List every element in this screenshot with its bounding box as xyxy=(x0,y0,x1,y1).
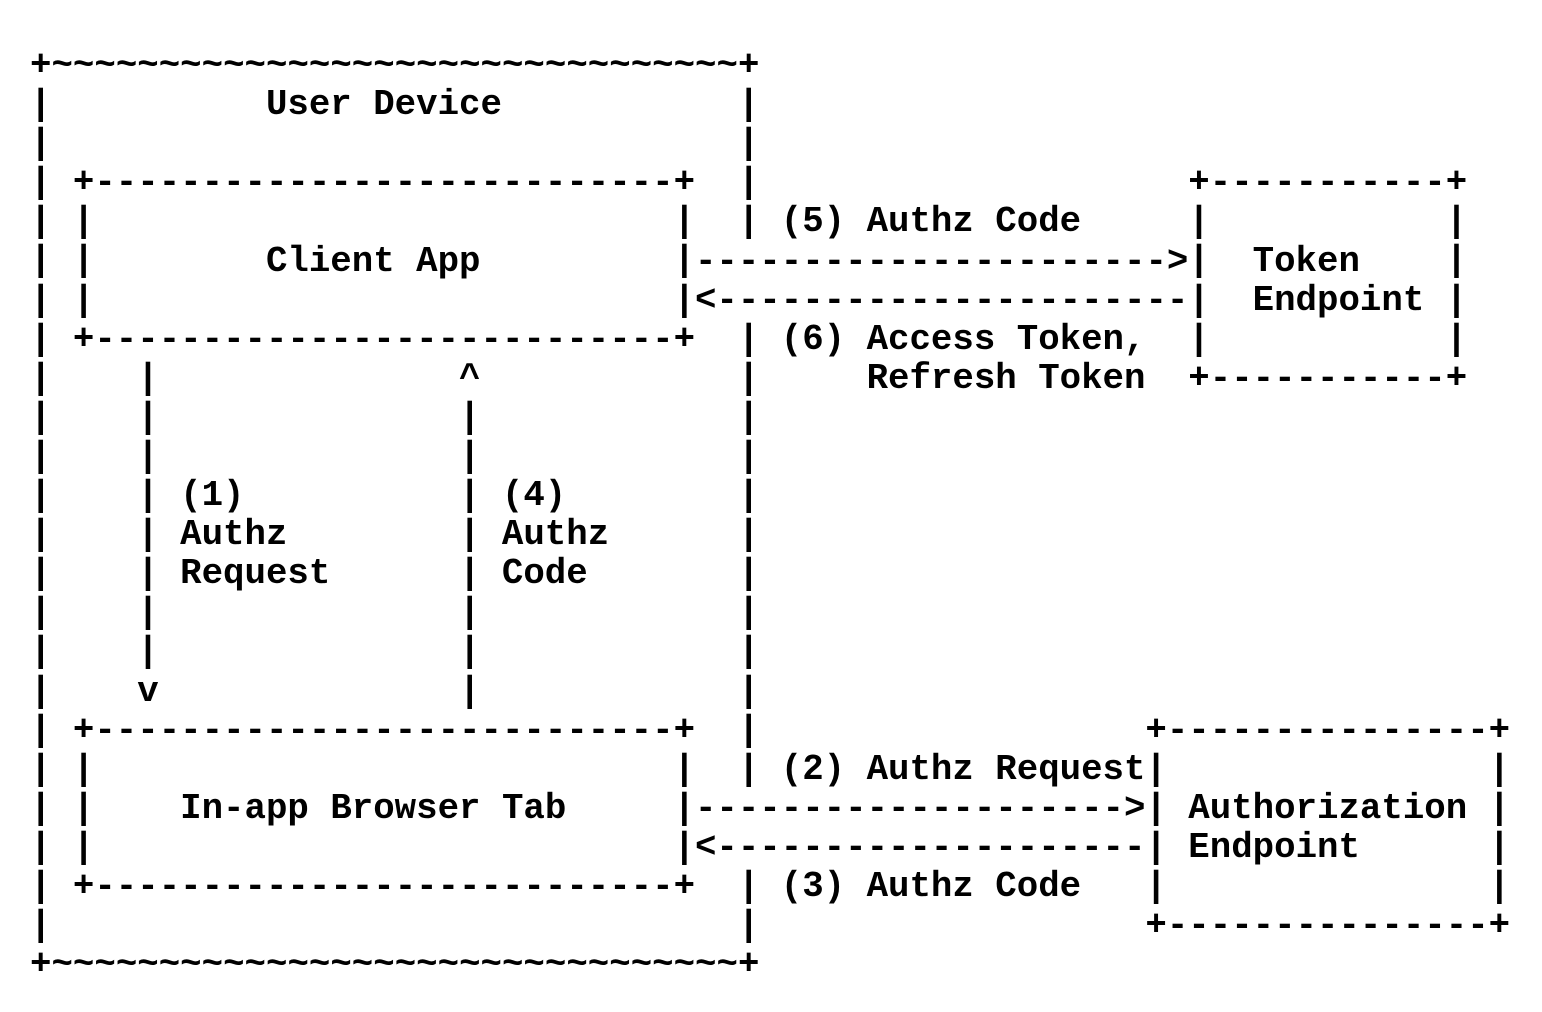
arrow-4-authz-code: ^ | | | | | | | | xyxy=(459,357,481,712)
client-app-box: +---------------------------+ | | | | | … xyxy=(72,162,696,360)
token-endpoint-box: +-----------+ | | | | | | | | +---------… xyxy=(1188,162,1468,399)
in-app-browser-tab-label: In-app Browser Tab xyxy=(180,787,567,829)
client-app-label: Client App xyxy=(265,240,481,282)
arrow-5-label: (5) Authz Code xyxy=(780,201,1082,243)
token-endpoint-label: Token Endpoint xyxy=(1252,240,1425,321)
arrow-6-tokens: <---------------------- xyxy=(694,279,1189,321)
arrow-3-label: (3) Authz Code xyxy=(780,866,1082,908)
arrow-1-label: (1) Authz Request xyxy=(180,475,331,595)
arrow-1-authz-request: | | | | | | | | v xyxy=(137,357,159,712)
user-device-label: User Device xyxy=(265,84,502,126)
arrow-2-label: (2) Authz Request xyxy=(780,748,1146,790)
arrow-6-label: (6) Access Token, Refresh Token xyxy=(780,318,1146,399)
authorization-endpoint-box: +---------------+ | | | | | | | | +-----… xyxy=(1145,709,1511,947)
in-app-browser-tab-box: +---------------------------+ | | | | | … xyxy=(72,709,696,908)
arrow-2-authz-request: --------------------> xyxy=(694,787,1146,829)
authorization-endpoint-label: Authorization Endpoint xyxy=(1188,787,1468,868)
arrow-4-label: (4) Authz Code xyxy=(501,475,610,595)
user-device-box: +~~~~~~~~~~~~~~~~~~~~~~~~~~~~~~~~+ | | |… xyxy=(30,45,760,986)
arrow-5-authz-code: ----------------------> xyxy=(694,240,1189,282)
arrow-3-authz-code: <-------------------- xyxy=(694,827,1146,868)
